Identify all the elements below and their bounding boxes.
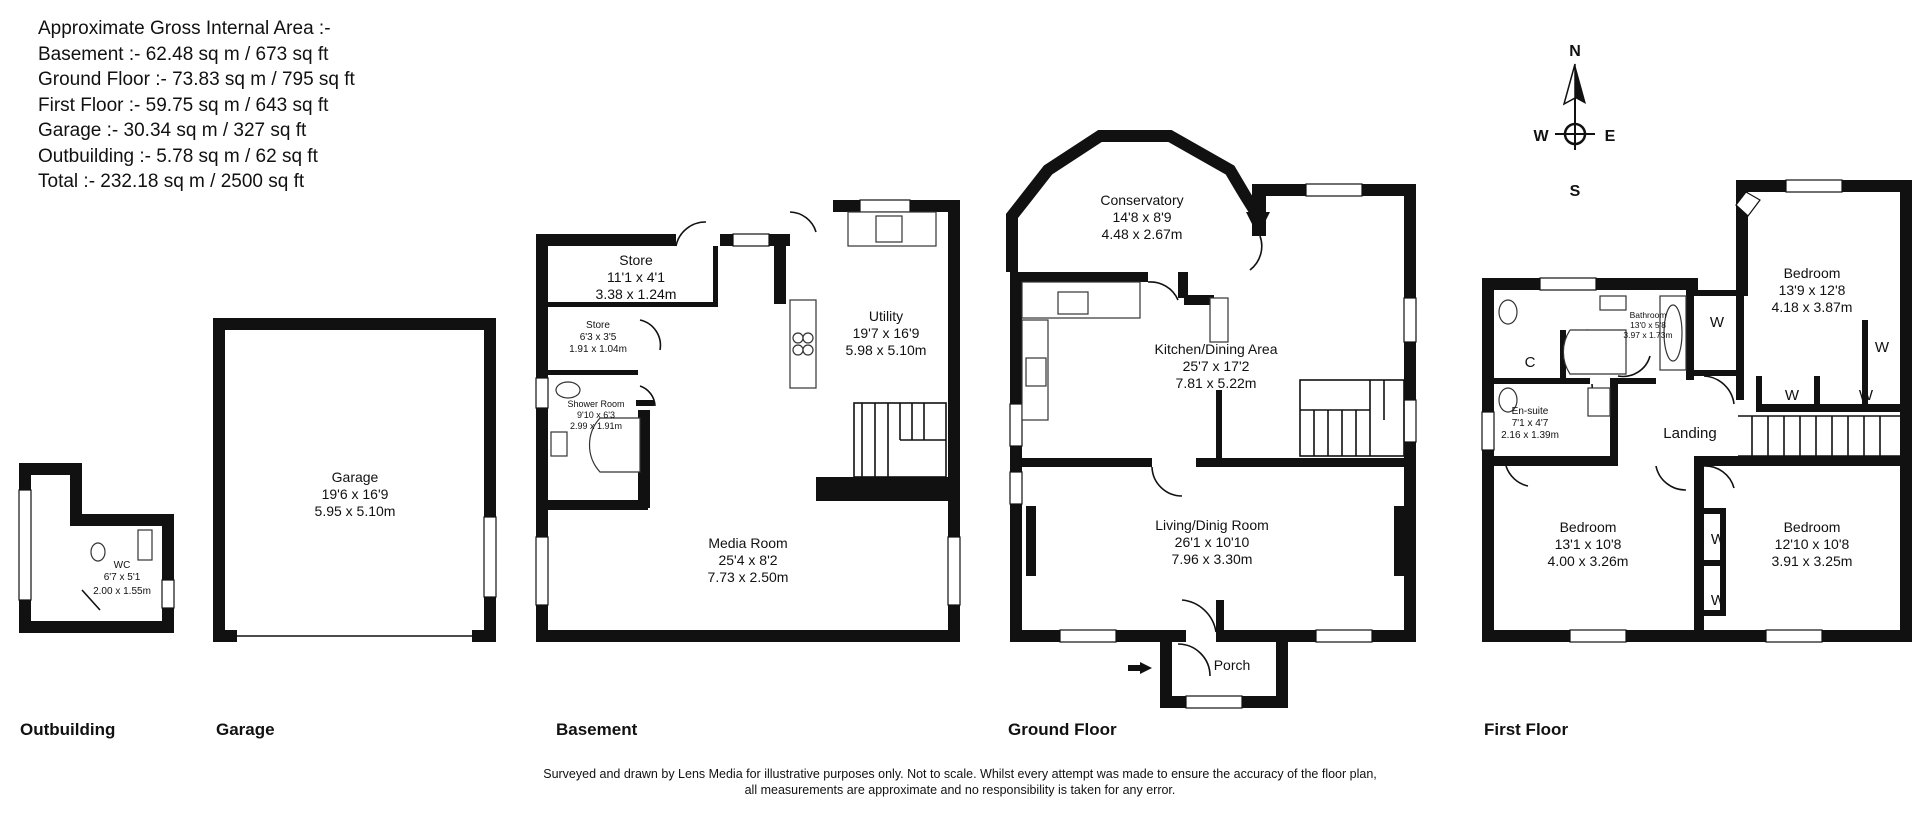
- room-shower-name: Shower Room: [567, 399, 624, 409]
- room-ensuite-name: En-suite: [1512, 406, 1549, 417]
- room-shower-imperial: 9'10 x 6'3: [577, 410, 615, 420]
- area-summary: Approximate Gross Internal Area :- Basem…: [38, 16, 355, 195]
- room-bedroom2-imperial: 13'1 x 10'8: [1555, 536, 1622, 552]
- section-label-ground-floor: Ground Floor: [1008, 720, 1117, 739]
- room-bathroom-name: Bathroom: [1630, 310, 1667, 320]
- garage-plan: Garage 19'6 x 16'9 5.95 x 5.10m: [213, 318, 497, 642]
- room-conservatory-name: Conservatory: [1100, 192, 1183, 208]
- wardrobe-marker: W: [1875, 339, 1890, 356]
- room-media-name: Media Room: [708, 535, 787, 551]
- room-ensuite-imperial: 7'1 x 4'7: [1512, 418, 1549, 429]
- room-media-imperial: 25'4 x 8'2: [718, 552, 777, 568]
- compass-west: W: [1533, 128, 1549, 145]
- room-living-name: Living/Dinig Room: [1155, 517, 1269, 533]
- room-living-metric: 7.96 x 3.30m: [1172, 551, 1253, 567]
- room-living-imperial: 26'1 x 10'10: [1175, 534, 1250, 550]
- room-store1-name: Store: [619, 252, 653, 268]
- wardrobe-marker: W: [1859, 387, 1874, 404]
- area-ground-floor: Ground Floor :- 73.83 sq m / 795 sq ft: [38, 69, 355, 90]
- room-landing-name: Landing: [1663, 425, 1716, 442]
- room-utility-imperial: 19'7 x 16'9: [853, 325, 920, 341]
- area-first-floor: First Floor :- 59.75 sq m / 643 sq ft: [38, 94, 329, 116]
- ground-floor-plan: Conservatory 14'8 x 8'9 4.48 x 2.67m Kit…: [1006, 130, 1417, 709]
- room-utility-name: Utility: [869, 308, 903, 324]
- wardrobe-marker: W: [1711, 531, 1726, 548]
- room-bedroom2-metric: 4.00 x 3.26m: [1548, 553, 1629, 569]
- room-garage-metric: 5.95 x 5.10m: [315, 503, 396, 519]
- room-kitchen-name: Kitchen/Dining Area: [1155, 341, 1278, 357]
- first-floor-plan: Bathroom 13'0 x 5'8 3.97 x 1.73m Bedroom…: [1481, 179, 1912, 643]
- room-wc-metric: 2.00 x 1.55m: [93, 586, 151, 597]
- room-wc-name: WC: [114, 560, 131, 571]
- room-ensuite-metric: 2.16 x 1.39m: [1501, 430, 1559, 441]
- compass-north: N: [1569, 43, 1581, 60]
- cupboard-marker: C: [1525, 354, 1536, 371]
- room-store2-imperial: 6'3 x 3'5: [580, 332, 617, 343]
- section-label-garage: Garage: [216, 720, 275, 739]
- disclaimer: Surveyed and drawn by Lens Media for ill…: [0, 766, 1920, 798]
- room-garage-imperial: 19'6 x 16'9: [322, 486, 389, 502]
- room-bedroom3-name: Bedroom: [1784, 519, 1841, 535]
- outbuilding-plan: WC 6'7 x 5'1 2.00 x 1.55m: [18, 463, 175, 633]
- wardrobe-marker: W: [1711, 592, 1726, 609]
- section-label-basement: Basement: [556, 720, 638, 739]
- room-bedroom1-imperial: 13'9 x 12'8: [1779, 282, 1846, 298]
- room-utility-metric: 5.98 x 5.10m: [846, 342, 927, 358]
- area-total: Total :- 232.18 sq m / 2500 sq ft: [38, 171, 305, 192]
- basement-plan: Store 11'1 x 4'1 3.38 x 1.24m Store 6'3 …: [535, 199, 961, 642]
- area-outbuilding: Outbuilding :- 5.78 sq m / 62 sq ft: [38, 145, 318, 167]
- room-store2-metric: 1.91 x 1.04m: [569, 344, 627, 355]
- wardrobe-marker: W: [1785, 387, 1800, 404]
- area-garage: Garage :- 30.34 sq m / 327 sq ft: [38, 120, 307, 141]
- room-bedroom3-imperial: 12'10 x 10'8: [1775, 536, 1850, 552]
- section-label-outbuilding: Outbuilding: [20, 720, 116, 739]
- compass-icon: N S E W: [1533, 43, 1615, 200]
- compass-south: S: [1570, 183, 1581, 200]
- area-basement: Basement :- 62.48 sq m / 673 sq ft: [38, 43, 329, 65]
- wardrobe-marker: W: [1710, 314, 1725, 331]
- room-conservatory-metric: 4.48 x 2.67m: [1102, 226, 1183, 242]
- room-store1-metric: 3.38 x 1.24m: [596, 286, 677, 302]
- room-store1-imperial: 11'1 x 4'1: [607, 269, 665, 285]
- room-bedroom1-metric: 4.18 x 3.87m: [1772, 299, 1853, 315]
- room-bedroom3-metric: 3.91 x 3.25m: [1772, 553, 1853, 569]
- room-kitchen-metric: 7.81 x 5.22m: [1176, 375, 1257, 391]
- room-wc-imperial: 6'7 x 5'1: [104, 572, 141, 583]
- compass-east: E: [1605, 128, 1616, 145]
- room-bedroom1-name: Bedroom: [1784, 265, 1841, 281]
- section-label-first-floor: First Floor: [1484, 720, 1569, 739]
- room-shower-metric: 2.99 x 1.91m: [570, 421, 622, 431]
- room-porch-name: Porch: [1214, 657, 1251, 673]
- room-store2-name: Store: [586, 320, 610, 331]
- disclaimer-line-2: all measurements are approximate and no …: [744, 783, 1176, 797]
- room-bathroom-imperial: 13'0 x 5'8: [1630, 320, 1666, 330]
- room-conservatory-imperial: 14'8 x 8'9: [1112, 209, 1171, 225]
- room-bathroom-metric: 3.97 x 1.73m: [1623, 330, 1672, 340]
- room-garage-name: Garage: [332, 469, 379, 485]
- room-kitchen-imperial: 25'7 x 17'2: [1183, 358, 1250, 374]
- room-media-metric: 7.73 x 2.50m: [708, 569, 789, 585]
- area-title: Approximate Gross Internal Area :-: [38, 18, 331, 39]
- disclaimer-line-1: Surveyed and drawn by Lens Media for ill…: [543, 767, 1377, 781]
- room-bedroom2-name: Bedroom: [1560, 519, 1617, 535]
